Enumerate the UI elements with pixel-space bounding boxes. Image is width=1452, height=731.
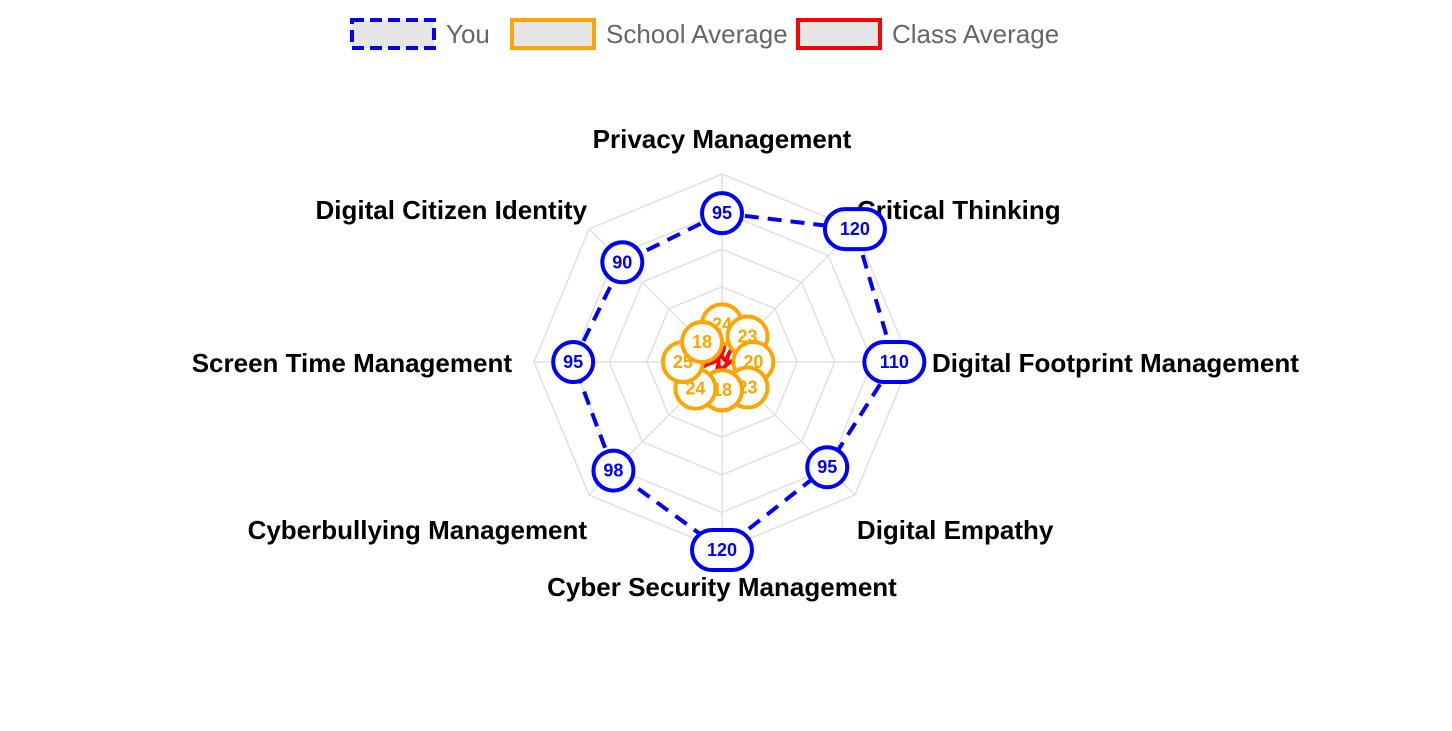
axis-label-privacy-management: Privacy Management	[593, 124, 852, 154]
data-label: 120	[707, 540, 737, 560]
data-point-you-screen-time-management[interactable]: 95	[551, 340, 596, 384]
data-point-badge	[822, 207, 887, 252]
legend-swatch	[350, 18, 436, 50]
data-point-badge	[700, 191, 744, 236]
legend-item-school-average[interactable]: School Average	[510, 18, 788, 50]
data-point-badge	[680, 320, 725, 365]
legend: You School Average Class Average	[350, 18, 1059, 50]
data-label: 24	[685, 379, 705, 399]
data-label: 110	[880, 352, 909, 372]
legend-swatch	[510, 18, 596, 50]
data-point-you-digital-citizen-identity[interactable]: 90	[600, 240, 645, 285]
data-point-school-average-digital-citizen-identity[interactable]: 18	[680, 320, 725, 365]
data-label: 95	[563, 352, 583, 372]
axis-label-digital-empathy: Digital Empathy	[857, 515, 1054, 545]
series-you: 95 120 110 95 120 98 95 90	[551, 191, 927, 572]
axis-label-cyber-security-management: Cyber Security Management	[547, 572, 897, 602]
legend-label: Class Average	[892, 19, 1059, 49]
data-point-you-critical-thinking[interactable]: 120	[822, 207, 887, 252]
data-point-badge	[591, 448, 636, 493]
data-point-badge	[690, 528, 754, 572]
legend-item-you[interactable]: You	[350, 18, 490, 50]
data-label: 18	[692, 332, 712, 352]
legend-label: School Average	[606, 19, 788, 49]
axis-label-critical-thinking: Critical Thinking	[857, 195, 1061, 225]
axis-label-screen-time-management: Screen Time Management	[192, 348, 513, 378]
data-point-badge	[600, 240, 645, 285]
data-point-badge	[862, 340, 927, 384]
axis-label-digital-citizen-identity: Digital Citizen Identity	[315, 195, 587, 225]
data-label: 90	[612, 252, 632, 272]
data-label: 95	[712, 203, 732, 223]
data-label: 120	[840, 219, 870, 239]
legend-item-class-average[interactable]: Class Average	[796, 18, 1059, 50]
axis-label-digital-footprint-management: Digital Footprint Management	[932, 348, 1299, 378]
data-point-you-cyber-security-management[interactable]: 120	[690, 528, 754, 572]
data-point-badge	[551, 340, 596, 384]
series-layer: 1615161618161516242320231824251895120110…	[551, 191, 927, 572]
legend-swatch	[796, 18, 882, 50]
data-point-you-privacy-management[interactable]: 95	[700, 191, 744, 236]
legend-label: You	[446, 19, 490, 49]
data-point-you-cyberbullying-management[interactable]: 98	[591, 448, 636, 493]
data-label: 95	[817, 457, 837, 477]
data-point-you-digital-footprint-management[interactable]: 110	[862, 340, 927, 384]
axis-label-cyberbullying-management: Cyberbullying Management	[248, 515, 588, 545]
data-label: 98	[603, 461, 623, 481]
data-point-you-digital-empathy[interactable]: 95	[805, 445, 850, 490]
data-point-badge	[805, 445, 850, 490]
